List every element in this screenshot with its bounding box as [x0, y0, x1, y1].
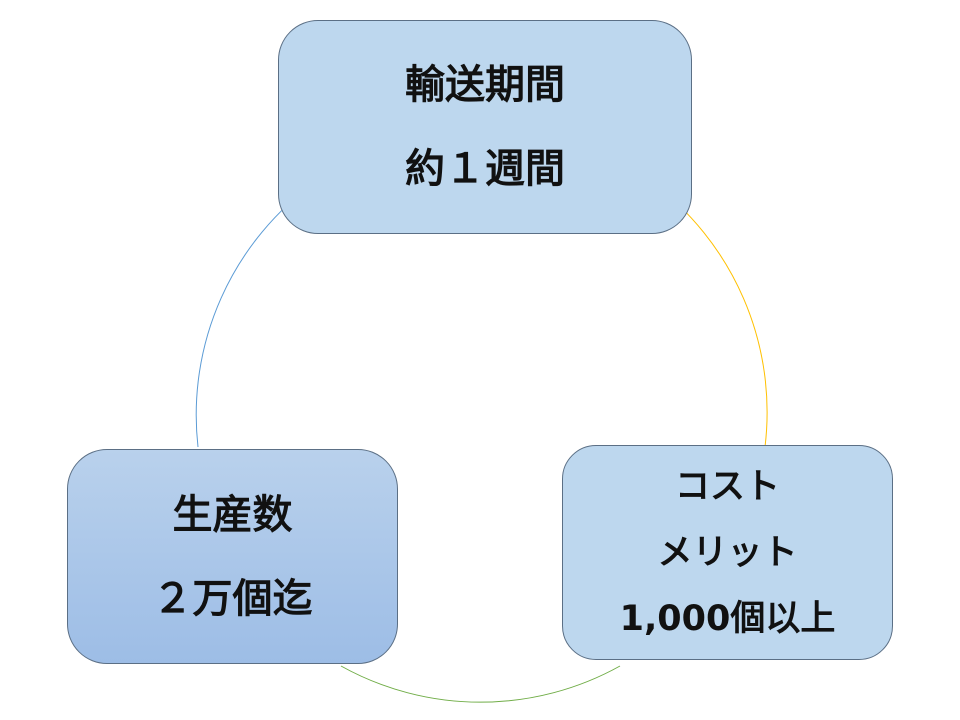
- node-transport-period: 輸送期間 約１週間: [278, 20, 692, 234]
- node-production-volume: 生産数 ２万個迄: [67, 449, 398, 664]
- node-cost-merit-line-1: コスト: [674, 466, 780, 507]
- node-production-volume-line-2: ２万個迄: [152, 575, 313, 622]
- node-transport-period-line-2: 約１週間: [405, 146, 565, 192]
- node-transport-period-line-1: 輸送期間: [405, 62, 565, 108]
- node-cost-merit: コスト メリット 1,000個以上: [562, 445, 893, 660]
- connector-cost-to-production: [340, 665, 621, 703]
- node-production-volume-line-1: 生産数: [172, 491, 293, 538]
- node-cost-merit-line-2: メリット: [657, 532, 798, 573]
- node-cost-merit-line-3: 1,000個以上: [619, 598, 836, 639]
